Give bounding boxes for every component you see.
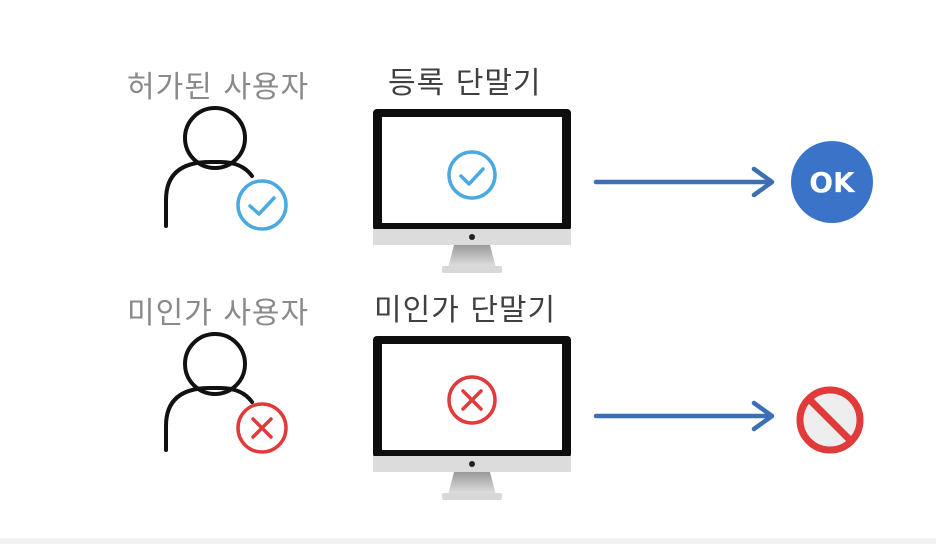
x-circle-icon (447, 375, 497, 425)
arrow-right-icon (593, 166, 775, 198)
registered-device-label: 등록 단말기 (388, 66, 542, 101)
check-circle-icon (236, 179, 288, 231)
arrow-right-icon (593, 400, 775, 432)
x-circle-icon (236, 402, 288, 454)
user-icon (164, 106, 254, 228)
ok-badge-icon: OK (791, 141, 873, 223)
ok-text: OK (809, 166, 856, 199)
unauthorized-device-label: 미인가 단말기 (374, 293, 557, 328)
user-icon (164, 332, 254, 452)
prohibited-icon (796, 386, 864, 454)
unauthorized-user-label: 미인가 사용자 (127, 296, 310, 331)
authorized-user-label: 허가된 사용자 (127, 70, 310, 105)
check-circle-icon (447, 150, 497, 200)
monitor-icon (373, 336, 571, 500)
bottom-band (0, 538, 936, 544)
